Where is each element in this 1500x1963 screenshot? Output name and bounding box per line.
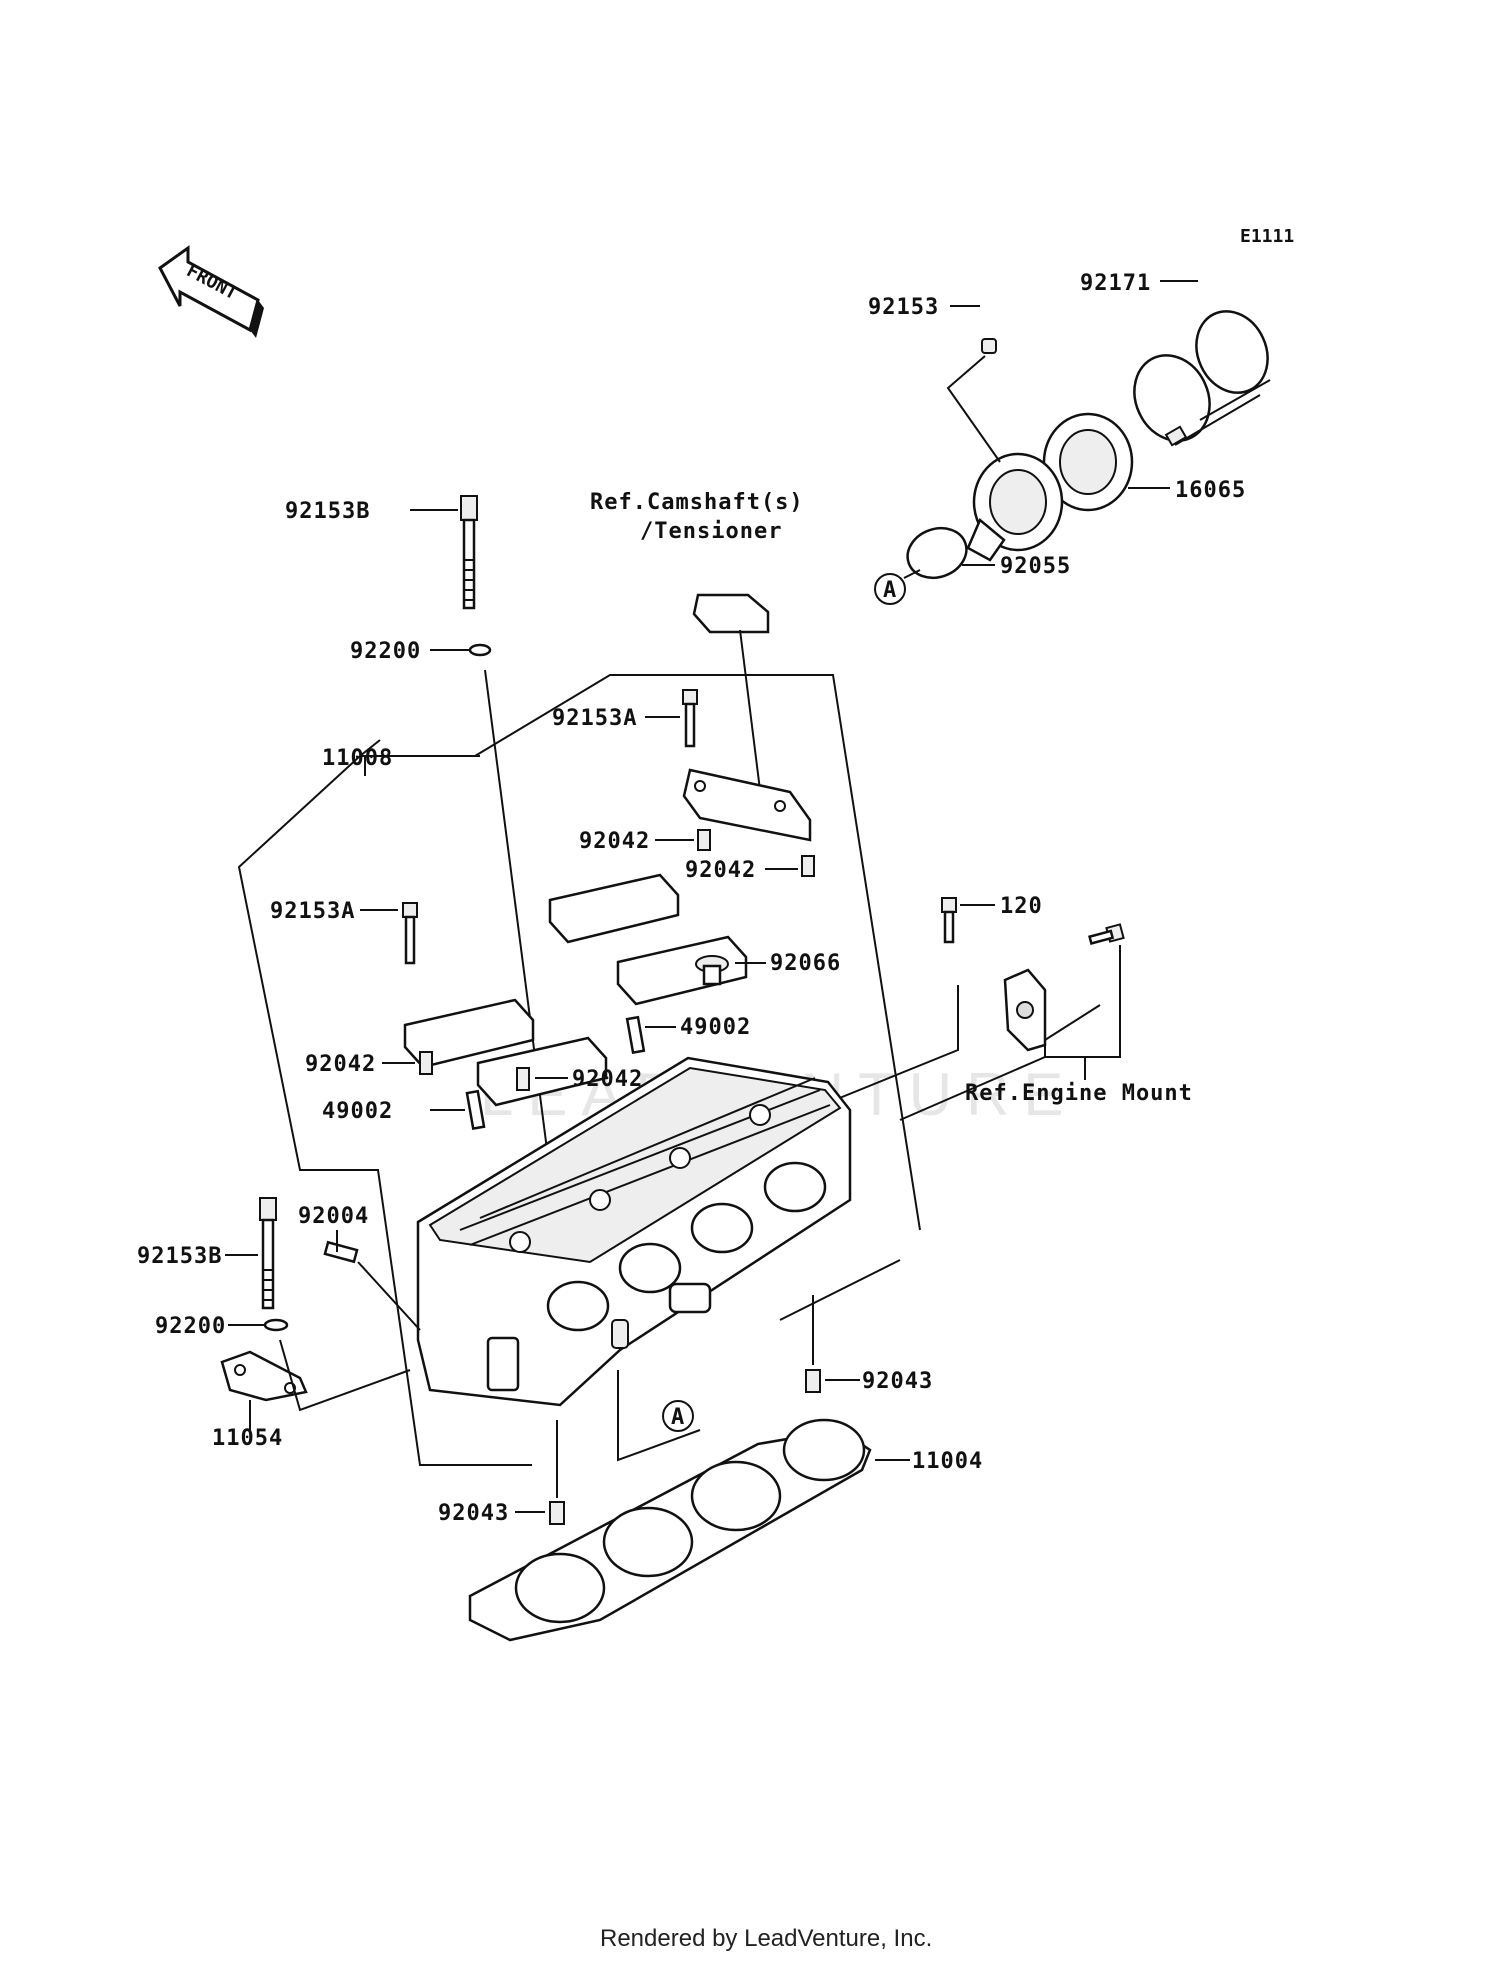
dowel-92042-d bbox=[516, 1067, 530, 1091]
footer-credit: Rendered by LeadVenture, Inc. bbox=[600, 1925, 932, 1952]
ref-engine-mount: Ref.Engine Mount bbox=[965, 1081, 1193, 1106]
label-92042-b: 92042 bbox=[685, 858, 756, 883]
label-92055: 92055 bbox=[1000, 554, 1071, 579]
label-92066: 92066 bbox=[770, 951, 841, 976]
label-92153a-left: 92153A bbox=[270, 899, 355, 924]
svg-text:A: A bbox=[883, 578, 897, 603]
engine-mount-bracket bbox=[1003, 923, 1125, 1052]
ref-camshaft-line2: /Tensioner bbox=[640, 519, 782, 544]
label-92042-a: 92042 bbox=[579, 829, 650, 854]
label-92043-right: 92043 bbox=[862, 1369, 933, 1394]
camcap-bolt-left bbox=[402, 902, 418, 965]
label-92043-bottom: 92043 bbox=[438, 1501, 509, 1526]
label-49002-right: 49002 bbox=[680, 1015, 751, 1040]
label-92153: 92153 bbox=[868, 295, 939, 320]
label-92200-top: 92200 bbox=[350, 639, 421, 664]
callout-a-lower: A bbox=[662, 1400, 694, 1432]
oil-jet-49002-right bbox=[625, 1015, 646, 1055]
bolt-92153 bbox=[981, 338, 997, 354]
dowel-92043-bottom bbox=[549, 1501, 565, 1525]
cylinder-head bbox=[416, 1056, 852, 1407]
svg-text:A: A bbox=[671, 1405, 685, 1430]
label-11004: 11004 bbox=[912, 1449, 983, 1474]
camcap-bolt-right bbox=[682, 689, 698, 748]
label-92153a-right: 92153A bbox=[552, 706, 637, 731]
label-92200-bottom: 92200 bbox=[155, 1314, 226, 1339]
dowel-92042-c bbox=[419, 1051, 433, 1075]
label-92153b-top: 92153B bbox=[285, 499, 370, 524]
hose-clamp-upper bbox=[1195, 310, 1269, 394]
stud-92004 bbox=[323, 1240, 359, 1264]
label-92153b-bottom: 92153B bbox=[137, 1244, 222, 1269]
hose-clamp-lower bbox=[1133, 354, 1211, 442]
tensioner-bracket bbox=[692, 593, 770, 634]
front-arrow-icon: FRONT bbox=[158, 245, 264, 338]
washer-92200-bottom bbox=[263, 1318, 289, 1332]
bolt-120 bbox=[941, 897, 957, 944]
dowel-92043-right bbox=[805, 1369, 821, 1393]
head-gasket-11004 bbox=[468, 1418, 872, 1642]
clamp-screw bbox=[1174, 379, 1271, 446]
label-11054: 11054 bbox=[212, 1426, 283, 1451]
dowel-92042-b bbox=[801, 855, 815, 877]
cylinder-head-bolt-bottom bbox=[259, 1197, 277, 1310]
camshaft-caps-middle bbox=[403, 873, 748, 1107]
camshaft-cap-exhaust-end bbox=[682, 768, 812, 842]
assembly-outline-left bbox=[237, 755, 532, 1466]
label-120: 120 bbox=[1000, 894, 1043, 919]
assembly-outline-top bbox=[474, 674, 921, 1231]
diagram-code: E1111 bbox=[1240, 226, 1294, 247]
oil-jet-49002-left bbox=[465, 1089, 486, 1131]
label-11008: 11008 bbox=[322, 746, 393, 771]
plug-92066 bbox=[695, 955, 729, 986]
label-92042-d: 92042 bbox=[572, 1067, 643, 1092]
callout-a-upper: A bbox=[874, 573, 906, 605]
label-92042-c: 92042 bbox=[305, 1052, 376, 1077]
washer-92200-top bbox=[468, 643, 492, 657]
o-ring-92055 bbox=[906, 526, 968, 580]
label-49002-left: 49002 bbox=[322, 1099, 393, 1124]
dowel-92042-a bbox=[697, 829, 711, 851]
thermostat-group bbox=[903, 280, 1271, 580]
label-92171: 92171 bbox=[1080, 271, 1151, 296]
cylinder-head-bolt-top bbox=[460, 495, 478, 610]
label-92004: 92004 bbox=[298, 1204, 369, 1229]
ref-camshaft-line1: Ref.Camshaft(s) bbox=[590, 490, 804, 515]
label-16065: 16065 bbox=[1175, 478, 1246, 503]
